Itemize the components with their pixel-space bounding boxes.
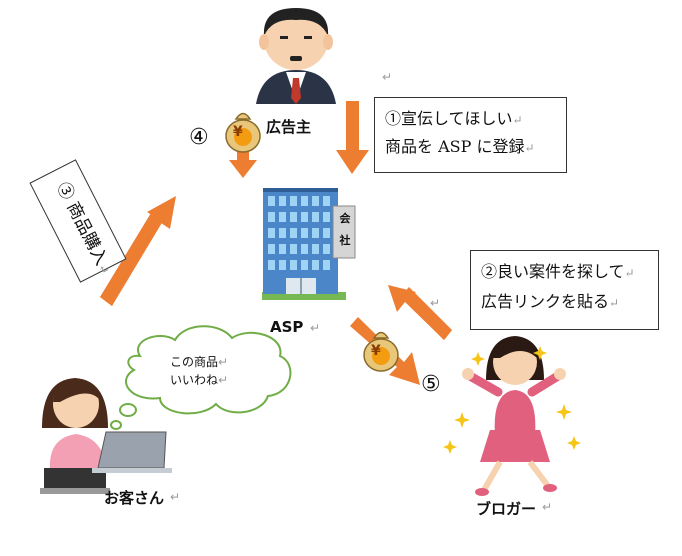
return-mark: ↵ bbox=[524, 141, 535, 155]
blogger-label: ブロガー bbox=[476, 500, 537, 518]
register-step-number: ① bbox=[385, 109, 402, 128]
building-sign: 会 社 bbox=[335, 208, 355, 252]
asp-label: ASP bbox=[270, 318, 304, 336]
purchase-step-number: ③ bbox=[52, 179, 78, 204]
register-text-line2: 商品を ASP に登録 bbox=[385, 137, 525, 156]
sparkle-icons bbox=[443, 346, 581, 454]
return-mark: ↵ bbox=[170, 490, 181, 504]
thought-bubble bbox=[110, 325, 292, 430]
blogger-woman-icon bbox=[462, 336, 566, 496]
office-building-icon bbox=[262, 188, 356, 300]
building-sign-char-1: 会 bbox=[339, 212, 351, 225]
register-text-line1: 宣伝してほしい bbox=[401, 109, 513, 128]
return-mark: ↵ bbox=[542, 500, 553, 514]
step-four-number: ④ bbox=[189, 125, 209, 150]
find-step-number: ② bbox=[481, 262, 498, 281]
building-sign-char-2: 社 bbox=[339, 234, 351, 247]
money-bag-icon-advertiser bbox=[225, 112, 261, 153]
return-mark: ↵ bbox=[310, 321, 321, 335]
arrow-customer-to-asp bbox=[100, 196, 176, 306]
yen-symbol-blogger: ¥ bbox=[371, 343, 381, 359]
return-mark: ↵ bbox=[624, 266, 635, 280]
return-mark: ↵ bbox=[218, 373, 229, 387]
step-five-number: ⑤ bbox=[421, 372, 441, 397]
money-bag-icon-blogger bbox=[363, 331, 399, 372]
arrow-blogger-to-asp bbox=[388, 285, 452, 340]
return-mark: ↵ bbox=[382, 70, 393, 84]
laptop-icon bbox=[92, 431, 172, 473]
thought-line1: この商品 bbox=[170, 355, 219, 369]
return-mark: ↵ bbox=[218, 355, 229, 369]
thought-line2: いいわね bbox=[170, 373, 219, 387]
return-mark: ↵ bbox=[430, 296, 441, 310]
register-product-box: ①宣伝してほしい↵ 商品を ASP に登録↵ bbox=[374, 97, 567, 173]
advertiser-businessman-icon bbox=[256, 8, 336, 104]
return-mark: ↵ bbox=[609, 296, 620, 310]
find-text-line1: 良い案件を探して bbox=[497, 262, 625, 281]
advertiser-label: 広告主 bbox=[266, 118, 312, 136]
customer-label: お客さん bbox=[104, 489, 165, 507]
find-text-line2: 広告リンクを貼る bbox=[481, 292, 610, 311]
arrow-advertiser-to-asp-right bbox=[336, 101, 369, 174]
customer-woman-icon bbox=[40, 378, 110, 494]
return-mark: ↵ bbox=[512, 113, 523, 127]
yen-symbol-advertiser: ¥ bbox=[233, 124, 243, 140]
find-campaign-box: ②良い案件を探して↵ 広告リンクを貼る↵ bbox=[470, 250, 659, 330]
thought-text: この商品↵ いいわね↵ bbox=[170, 353, 228, 389]
